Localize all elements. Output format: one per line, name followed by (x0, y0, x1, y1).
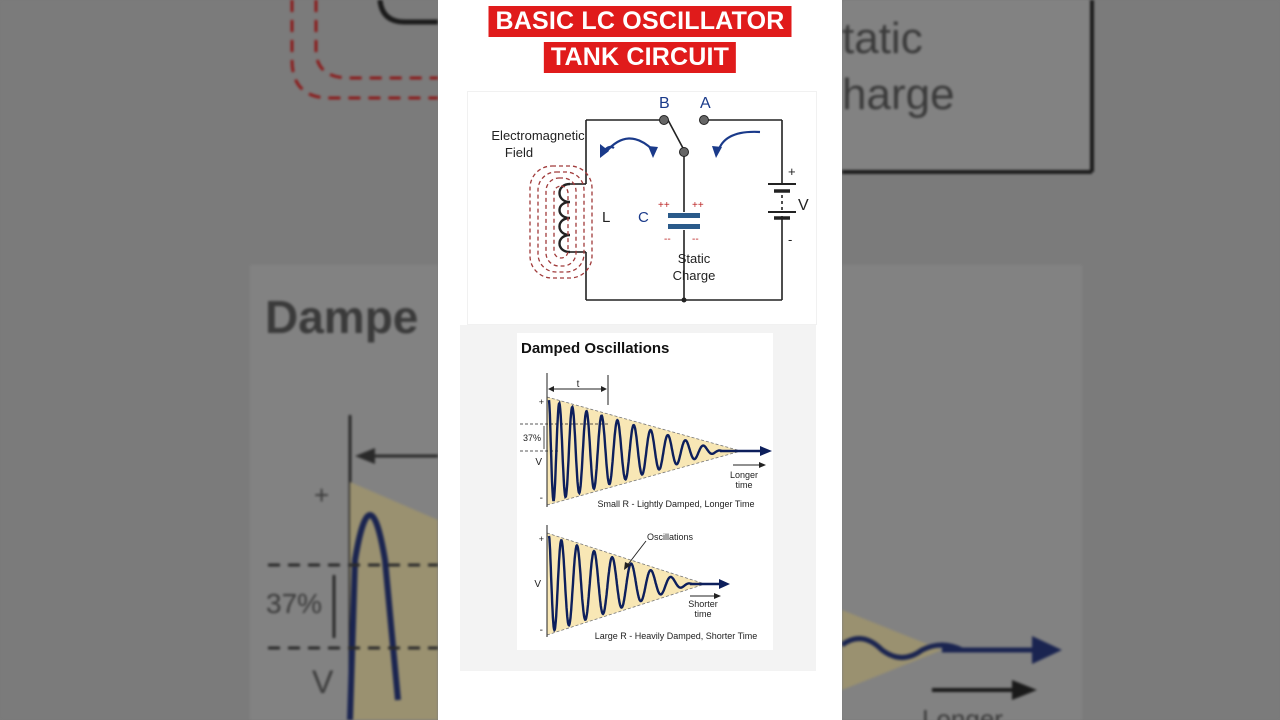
background-right-art (842, 0, 1280, 720)
bottom-v: V (534, 579, 541, 590)
minus-minus-left: -- (664, 234, 671, 245)
circuit-svg: B A Electromagnetic Field L C ++ ++ -- -… (491, 95, 809, 303)
curved-arrow-charge (716, 130, 761, 153)
background-right-word-1: tatic (842, 14, 923, 63)
switch-arm (667, 119, 685, 151)
magnetic-field-lines (529, 165, 593, 279)
plus-plus-right: ++ (692, 200, 704, 211)
switch-terminal-b (659, 115, 669, 125)
background-left-word: Dampe (265, 291, 419, 343)
plus-plus-left: ++ (658, 200, 670, 211)
damped-title: Damped Oscillations (521, 340, 669, 357)
label-v: V (798, 197, 809, 214)
top-caption: Small R - Lightly Damped, Longer Time (597, 499, 754, 509)
background-right-bottom: Longer (922, 704, 1003, 720)
battery-icon (768, 183, 796, 220)
damped-svg: Damped Oscillations + 37% V - t Longer (517, 333, 773, 650)
bottom-caption: Large R - Heavily Damped, Shorter Time (595, 631, 758, 641)
background-left-art (0, 0, 438, 720)
oscillations-pointer (625, 540, 647, 568)
top-arrow-label-1: Longer (730, 470, 758, 480)
capacitor-plate-top (668, 213, 700, 218)
title-line-2: TANK CIRCUIT (543, 42, 737, 73)
bottom-axis-arrow (719, 579, 730, 589)
capacitor-plate-bottom (668, 224, 700, 229)
top-wave (547, 399, 723, 502)
battery-plus: + (788, 164, 796, 179)
minus-minus-right: -- (692, 234, 699, 245)
top-plus: + (539, 397, 544, 407)
background-left-v: V (312, 664, 334, 700)
switch-terminal-a (699, 115, 709, 125)
background-left-plus: + (314, 480, 330, 510)
top-period-label: t (577, 379, 580, 390)
top-axis-arrow (760, 446, 772, 456)
bottom-osc-label: Oscillations (647, 532, 694, 542)
background-left-panel: Dampe + 37% V (0, 0, 438, 720)
arrowhead-left (600, 144, 609, 158)
static-label-2: Charge (673, 268, 716, 283)
title-line-1: BASIC LC OSCILLATOR (488, 6, 792, 37)
field-label-1: Electromagnetic (491, 128, 585, 143)
arrowhead-right (648, 146, 658, 158)
switch-pivot (679, 147, 689, 157)
arrowhead-charge (712, 146, 722, 158)
bottom-minus: - (540, 625, 543, 636)
battery-minus: - (788, 232, 792, 247)
junction-node (681, 297, 687, 303)
inductor-coil (558, 182, 571, 254)
background-right-panel: tatic harge Longer (842, 0, 1280, 720)
main-panel: BASIC LC OSCILLATOR TANK CIRCUIT (438, 0, 842, 720)
top-v: V (535, 457, 542, 468)
label-c: C (638, 209, 649, 226)
label-b: B (659, 95, 670, 112)
top-arrow-label-2: time (735, 480, 752, 490)
field-label-2: Field (505, 145, 533, 160)
background-right-word-2: harge (842, 70, 955, 119)
static-label-1: Static (678, 251, 711, 266)
background-left-pct: 37% (266, 588, 323, 619)
bottom-wave (547, 535, 693, 633)
damped-oscillations-figure: Damped Oscillations + 37% V - t Longer (460, 325, 816, 671)
top-minus: - (540, 493, 543, 504)
label-l: L (602, 209, 610, 226)
top-pct: 37% (523, 433, 541, 443)
bottom-arrow-label-1: Shorter (688, 599, 718, 609)
label-a: A (700, 95, 711, 112)
bottom-plus: + (539, 534, 544, 544)
bottom-arrow-label-2: time (694, 609, 711, 619)
circuit-diagram: B A Electromagnetic Field L C ++ ++ -- -… (468, 92, 816, 324)
curved-arrow-right (605, 137, 654, 153)
